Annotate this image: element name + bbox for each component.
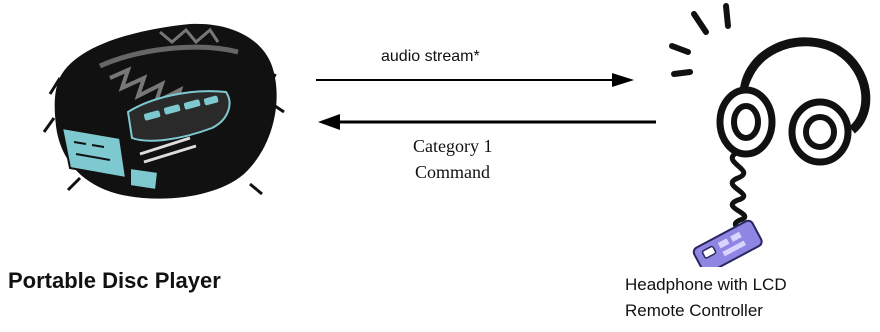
headphone-label-line1: Headphone with LCD [625, 275, 787, 294]
audio-stream-label: audio stream* [381, 48, 480, 65]
command-label-line2: Command [415, 162, 490, 182]
command-label: Category 1 Command [413, 133, 533, 185]
headphone-remote-icon [669, 3, 871, 267]
portable-disc-player-icon [42, 23, 285, 199]
command-arrow [318, 114, 656, 130]
headphone-label: Headphone with LCD Remote Controller [625, 272, 787, 324]
player-label: Portable Disc Player [8, 268, 221, 293]
audio-stream-arrow [316, 73, 634, 87]
headphone-label-line2: Remote Controller [625, 301, 763, 320]
command-label-line1: Category 1 [413, 136, 493, 156]
